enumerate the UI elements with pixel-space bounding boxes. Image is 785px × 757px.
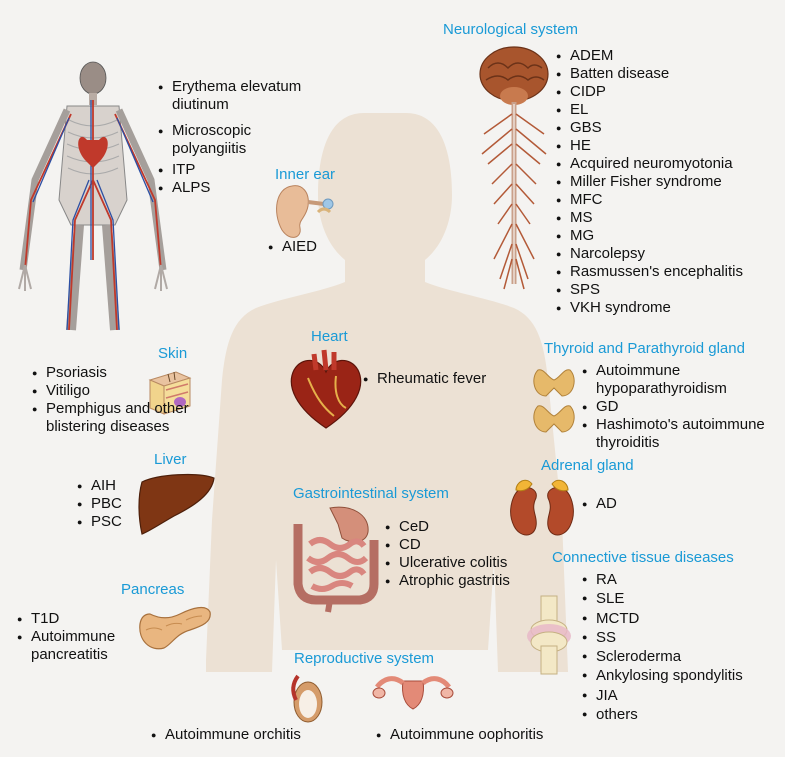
joint-icon <box>527 595 571 675</box>
list-item: Acquired neuromyotonia <box>556 155 743 173</box>
list-item: Hashimoto's autoimmune thyroiditis <box>582 416 771 452</box>
list-item: HE <box>556 137 743 155</box>
connective-list: RA SLE MCTD SS Scleroderma Ankylosing sp… <box>582 570 743 725</box>
list-item: Erythema elevatum diutinum <box>158 78 322 114</box>
list-item: MCTD <box>582 609 743 629</box>
gi-title: Gastrointestinal system <box>293 485 449 502</box>
adrenal-title: Adrenal gland <box>541 457 634 474</box>
list-item: VKH syndrome <box>556 299 743 317</box>
gi-list: CeD CD Ulcerative colitis Atrophic gastr… <box>385 518 510 590</box>
circulatory-list: Erythema elevatum diutinum <box>158 78 322 114</box>
list-item: PBC <box>77 495 122 513</box>
list-item: SPS <box>556 281 743 299</box>
list-item: JIA <box>582 686 743 706</box>
list-item: Batten disease <box>556 65 743 83</box>
thyroid-title: Thyroid and Parathyroid gland <box>544 340 745 357</box>
circulatory-list-rest: Microscopic polyangiitis ITP ALPS <box>158 122 282 197</box>
list-item: ADEM <box>556 47 743 65</box>
list-item: MFC <box>556 191 743 209</box>
adrenal-list: AD <box>582 495 617 513</box>
list-item: CD <box>385 536 510 554</box>
list-item: ALPS <box>158 179 282 197</box>
brain-spinal-cord-icon <box>479 46 549 290</box>
list-item: MS <box>556 209 743 227</box>
reproductive-list-female: Autoimmune oophoritis <box>376 726 543 744</box>
list-item: CeD <box>385 518 510 536</box>
list-item: AIH <box>77 477 122 495</box>
list-item: Scleroderma <box>582 647 743 667</box>
list-item: Microscopic polyangiitis <box>158 122 282 158</box>
list-item: Rheumatic fever <box>363 370 486 388</box>
skin-title: Skin <box>158 345 188 362</box>
neuro-title: Neurological system <box>443 21 579 38</box>
list-item: SS <box>582 628 743 648</box>
pancreas-icon <box>139 606 211 650</box>
heart-title: Heart <box>311 328 348 345</box>
list-item: MG <box>556 227 743 245</box>
testis-icon <box>291 674 323 723</box>
list-item: RA <box>582 570 743 590</box>
ovary-uterus-icon <box>372 676 454 710</box>
list-item: Autoimmune orchitis <box>151 726 301 744</box>
inner-ear-list: AIED <box>268 238 317 256</box>
pancreas-title: Pancreas <box>121 581 185 598</box>
kidney-adrenal-icon <box>510 479 574 536</box>
neuro-list: ADEM Batten disease CIDP EL GBS HE Acqui… <box>556 47 743 317</box>
list-item: Miller Fisher syndrome <box>556 173 743 191</box>
list-item: Pemphigus and other blistering diseases <box>32 400 196 436</box>
list-item: Autoimmune hypoparathyroidism <box>582 362 771 398</box>
thyroid-list: Autoimmune hypoparathyroidism GD Hashimo… <box>582 362 771 452</box>
list-item: Vitiligo <box>32 382 196 400</box>
liver-title: Liver <box>154 451 187 468</box>
list-item: Narcolepsy <box>556 245 743 263</box>
list-item: GD <box>582 398 771 416</box>
pancreas-list: T1D Autoimmune pancreatitis <box>17 610 141 664</box>
liver-icon <box>138 473 215 535</box>
list-item: AIED <box>268 238 317 256</box>
list-item: Autoimmune pancreatitis <box>17 628 141 664</box>
list-item: T1D <box>17 610 141 628</box>
list-item: AD <box>582 495 617 513</box>
liver-list: AIH PBC PSC <box>77 477 122 531</box>
reproductive-list-male: Autoimmune orchitis <box>151 726 301 744</box>
list-item: PSC <box>77 513 122 531</box>
list-item: CIDP <box>556 83 743 101</box>
list-item: others <box>582 705 743 725</box>
reproductive-title: Reproductive system <box>294 650 435 667</box>
ear-icon <box>276 185 334 238</box>
heart-icon <box>290 349 362 429</box>
intestine-icon <box>293 506 379 613</box>
list-item: Ulcerative colitis <box>385 554 510 572</box>
list-item: Rasmussen's encephalitis <box>556 263 743 281</box>
list-item: Psoriasis <box>32 364 196 382</box>
list-item: Ankylosing spondylitis <box>582 666 743 686</box>
skin-list: Psoriasis Vitiligo Pemphigus and other b… <box>32 364 196 436</box>
list-item: Atrophic gastritis <box>385 572 510 590</box>
list-item: Autoimmune oophoritis <box>376 726 543 744</box>
inner-ear-title: Inner ear <box>275 166 336 183</box>
thyroid-icon <box>533 369 575 433</box>
heart-list: Rheumatic fever <box>363 370 486 388</box>
list-item: EL <box>556 101 743 119</box>
connective-title: Connective tissue diseases <box>552 549 734 566</box>
list-item: ITP <box>158 161 282 179</box>
list-item: GBS <box>556 119 743 137</box>
list-item: SLE <box>582 589 743 609</box>
circulatory-system-icon <box>18 61 168 331</box>
